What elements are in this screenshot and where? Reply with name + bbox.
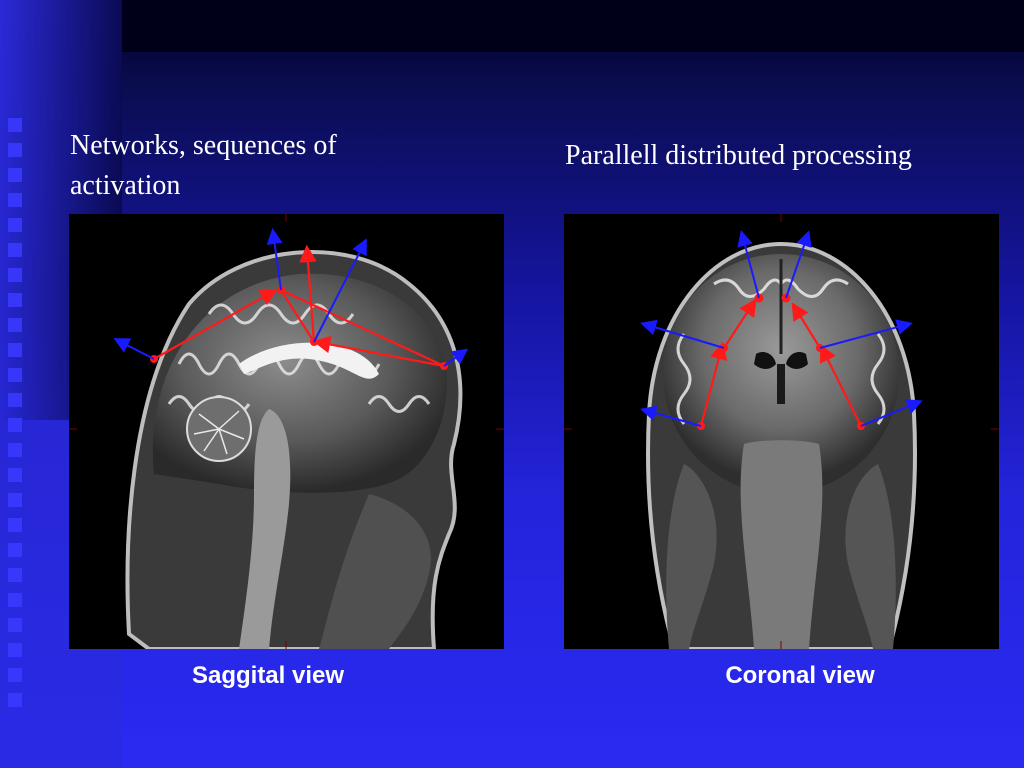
decor-square xyxy=(8,193,22,207)
decor-square xyxy=(8,143,22,157)
sagittal-mri-image xyxy=(69,214,504,649)
decor-square xyxy=(8,218,22,232)
decor-square xyxy=(8,693,22,707)
decor-square xyxy=(8,518,22,532)
decor-square xyxy=(8,493,22,507)
decor-square xyxy=(8,343,22,357)
caption-coronal: Coronal view xyxy=(725,662,875,689)
decor-square xyxy=(8,368,22,382)
decor-square xyxy=(8,568,22,582)
heading-parallel-processing: Parallell distributed processing xyxy=(565,140,912,171)
decor-square xyxy=(8,543,22,557)
decor-square xyxy=(8,593,22,607)
decor-square xyxy=(8,268,22,282)
decor-square xyxy=(8,243,22,257)
decor-square xyxy=(8,418,22,432)
heading-networks: Networks, sequences of activation xyxy=(70,130,337,201)
decor-square xyxy=(8,293,22,307)
decor-square xyxy=(8,393,22,407)
decor-square xyxy=(8,618,22,632)
decor-square xyxy=(8,643,22,657)
coronal-mri-image xyxy=(564,214,999,649)
decor-square xyxy=(8,118,22,132)
decorative-squares xyxy=(8,118,24,718)
top-dark-band xyxy=(122,0,1024,52)
decor-square xyxy=(8,468,22,482)
decor-square xyxy=(8,318,22,332)
decor-square xyxy=(8,668,22,682)
decor-square xyxy=(8,443,22,457)
decor-square xyxy=(8,168,22,182)
caption-sagittal: Saggital view xyxy=(191,662,345,689)
